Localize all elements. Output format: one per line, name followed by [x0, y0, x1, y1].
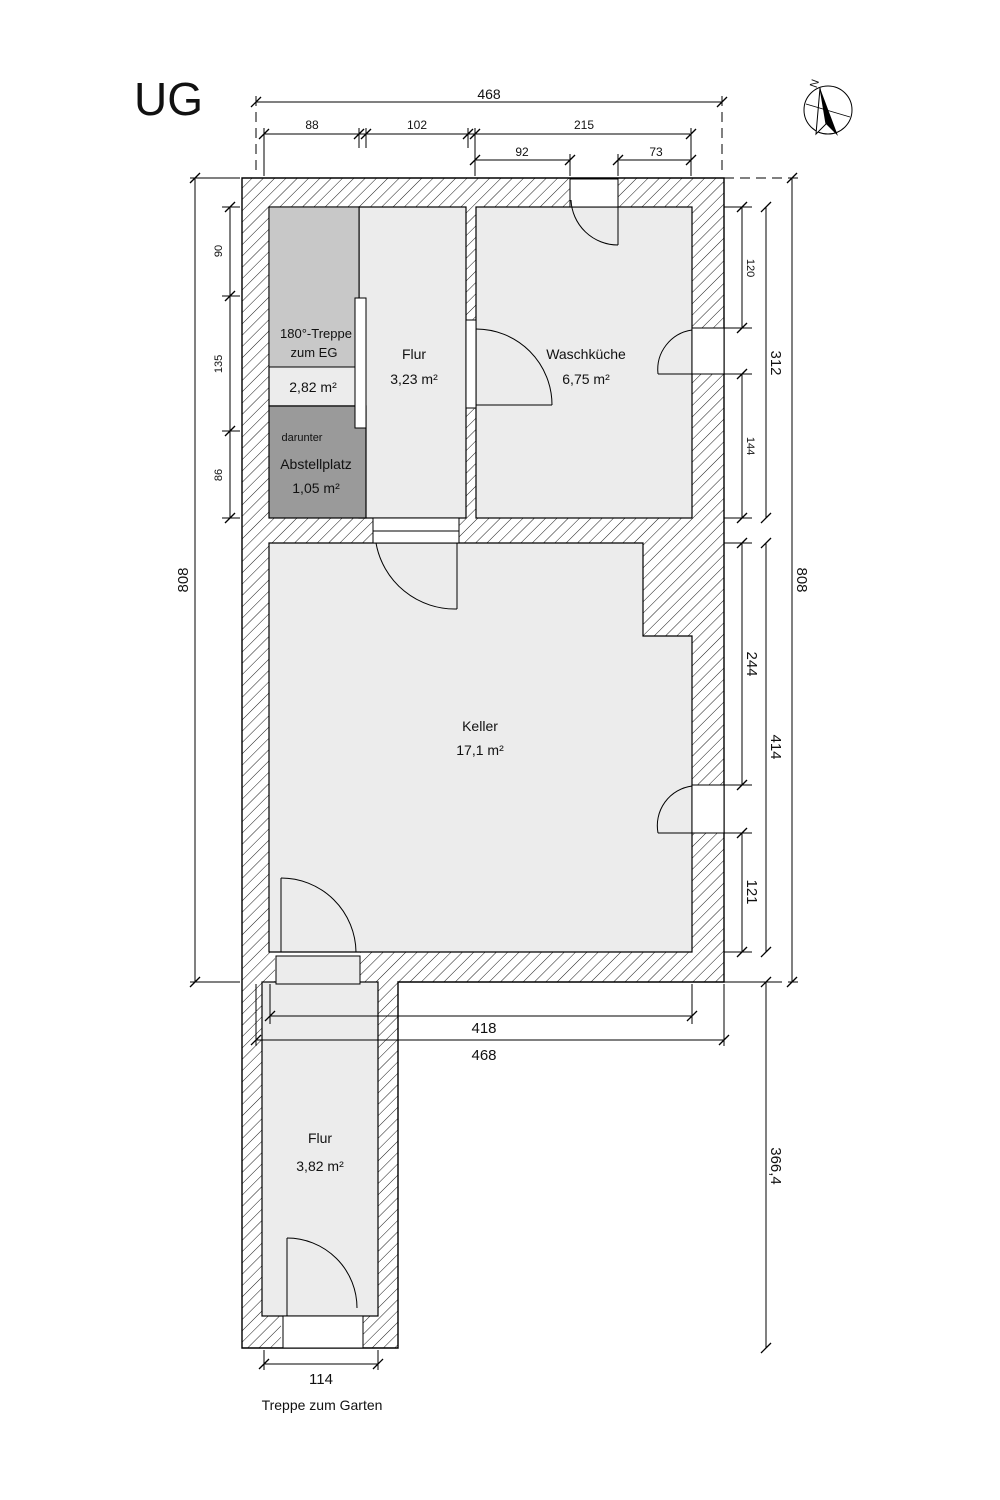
dim-left-b: 135 — [213, 355, 225, 373]
dim-bottom-outer: 468 — [471, 1047, 496, 1064]
stairs-label: 180°-Treppe — [280, 326, 352, 341]
window-cellar — [656, 784, 725, 834]
stairs-label-2: zum EG — [291, 345, 338, 360]
dim-bottom-inner: 418 — [471, 1020, 496, 1037]
hall-lower-area: 3,82 m² — [296, 1158, 344, 1174]
door-hall-cellar — [372, 517, 460, 610]
rooms — [261, 206, 693, 1317]
door-laundry-top — [569, 178, 619, 246]
stairs-rail — [354, 297, 367, 429]
cellar-name: Keller — [462, 718, 498, 734]
doors — [280, 178, 725, 1349]
compass-label: N — [808, 78, 822, 90]
hall-upper-name: Flur — [402, 346, 426, 362]
dim-right-d: 244 — [743, 651, 760, 676]
storage-area: 1,05 m² — [292, 480, 340, 496]
dim-top-total: 468 — [477, 86, 501, 102]
cellar-area: 17,1 m² — [456, 742, 504, 758]
door-cellar-hall — [280, 877, 357, 953]
laundry-area: 6,75 m² — [562, 371, 610, 387]
room-labels: 180°-Treppe zum EG 2,82 m² darunter Abst… — [280, 326, 626, 1174]
dim-right-b: 144 — [744, 437, 756, 455]
window-laundry — [657, 327, 725, 375]
dim-annex-height: 366,4 — [767, 1147, 784, 1185]
hall-lower-opening — [275, 955, 361, 985]
garden-stairs-caption: Treppe zum Garten — [262, 1397, 383, 1413]
north-arrow-icon: N — [803, 78, 853, 136]
stairs-fill — [268, 206, 360, 368]
room-storage — [268, 405, 367, 519]
stairs-area: 2,82 m² — [289, 379, 337, 395]
storage-name: Abstellplatz — [280, 456, 352, 472]
dim-right-f: 414 — [767, 734, 784, 759]
dim-top-c: 215 — [574, 118, 594, 132]
dim-right-e: 121 — [743, 879, 760, 904]
room-laundry — [475, 206, 693, 519]
room-cellar — [268, 542, 693, 953]
dim-left-a: 90 — [213, 245, 225, 257]
dim-top-b: 102 — [407, 118, 427, 132]
dim-top-a: 88 — [305, 118, 319, 132]
dim-left-total: 808 — [175, 567, 192, 592]
room-hall-upper — [358, 206, 467, 519]
dim-top-e: 73 — [649, 145, 663, 159]
dim-top-d: 92 — [515, 145, 529, 159]
dim-annex-width: 114 — [309, 1371, 333, 1388]
dim-left-c: 86 — [213, 469, 225, 481]
laundry-name: Waschküche — [546, 346, 626, 362]
storage-note: darunter — [282, 432, 323, 444]
room-hall-lower — [261, 981, 379, 1317]
door-hall-laundry — [465, 319, 553, 409]
dimensions: 468 88 102 215 92 73 808 — [175, 86, 810, 1388]
dim-right-a: 120 — [744, 259, 756, 277]
door-garden — [282, 1237, 364, 1349]
hall-lower-name: Flur — [308, 1130, 332, 1146]
floor-title: UG — [134, 73, 203, 125]
dim-right-c: 312 — [767, 350, 784, 375]
dim-right-total: 808 — [793, 567, 810, 592]
hall-upper-area: 3,23 m² — [390, 371, 438, 387]
